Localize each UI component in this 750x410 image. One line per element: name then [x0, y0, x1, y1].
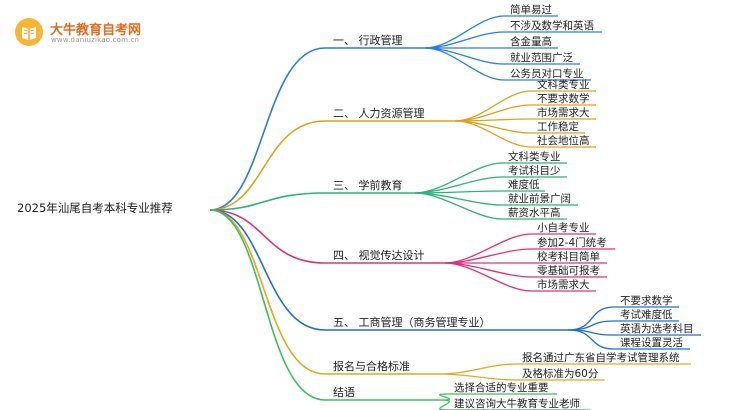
branch-connector: [209, 192, 326, 211]
leaf-label: 就业范围广泛: [510, 51, 573, 64]
leaf-label: 英语为选考科目: [620, 322, 694, 335]
leaf-label: 参加2-4门统考: [537, 236, 607, 249]
leaf-label: 市场需求大: [537, 278, 590, 291]
leaf-connector: [444, 233, 532, 264]
leaf-label: 考试难度低: [620, 308, 673, 321]
leaf-label: 建议咨询大牛教育专业老师: [454, 397, 580, 410]
logo-site-name: 大牛教育自考网: [50, 23, 142, 38]
leaf-label: 报名通过广东省自学考试管理系统: [522, 351, 680, 364]
branch-connector: [209, 47, 326, 211]
branch-label: 二、 人力资源管理: [333, 106, 425, 120]
leaf-connector: [439, 393, 451, 401]
leaf-connector: [424, 15, 505, 49]
leaf-label: 公务员对口专业: [510, 67, 584, 80]
leaf-label: 零基础可报考: [537, 264, 600, 277]
leaf-connector: [414, 192, 503, 220]
branch-label: 一、 行政管理: [333, 33, 403, 47]
leaf-label: 不要求数学: [537, 92, 590, 105]
branch-label: 五、 工商管理（商务管理专业）: [333, 315, 491, 329]
leaf-label: 选择合适的专业重要: [454, 381, 549, 394]
leaf-label: 市场需求大: [537, 106, 590, 119]
branch-label: 结语: [333, 386, 355, 399]
leaf-label: 小自考专业: [537, 221, 590, 234]
leaf-label: 及格标准为60分: [522, 367, 599, 380]
leaf-connector: [439, 363, 517, 375]
mindmap-root: 2025年汕尾自考本科专业推荐: [17, 201, 173, 215]
branch-connector: [209, 120, 326, 211]
branch-label: 报名与合格标准: [333, 359, 410, 373]
branch-connector: [209, 209, 326, 264]
mindmap-connectors: [209, 15, 701, 410]
leaf-label: 简单易过: [510, 3, 552, 16]
leaf-label: 文科类专业: [508, 150, 561, 163]
leaf-label: 就业前景广阔: [508, 192, 571, 205]
leaf-label: 薪资水平高: [508, 206, 561, 219]
leaf-connector: [439, 373, 517, 381]
mindmap-nodes: 2025年汕尾自考本科专业推荐 一、 行政管理 简单易过不涉及数学和英语含金量高就…: [17, 3, 694, 410]
leaf-label: 考试科目少: [508, 164, 561, 177]
leaf-connector: [454, 120, 532, 148]
branch-connector: [209, 209, 326, 331]
leaf-label: 不涉及数学和英语: [510, 19, 594, 32]
leaf-connector: [424, 47, 505, 81]
leaf-label: 社会地位高: [537, 134, 590, 147]
leaf-label: 不要求数学: [620, 294, 673, 307]
branch-label: 四、 视觉传达设计: [333, 248, 425, 262]
branch-connector: [209, 209, 326, 401]
logo-site-url: www.daniuzikao.com.cn: [51, 36, 140, 44]
leaf-connector: [567, 320, 615, 331]
leaf-connector: [567, 329, 615, 350]
leaf-label: 文科类专业: [537, 78, 590, 91]
leaf-label: 课程设置灵活: [620, 337, 683, 349]
leaf-connector: [439, 399, 451, 410]
book-logo-icon: [15, 18, 43, 46]
leaf-label: 校考科目简单: [537, 250, 600, 263]
branch-label: 三、 学前教育: [333, 178, 403, 192]
leaf-label: 难度低: [508, 178, 540, 191]
leaf-connector: [444, 262, 532, 292]
branch-connector: [209, 209, 326, 375]
leaf-label: 工作稳定: [537, 120, 579, 133]
leaf-label: 含金量高: [510, 35, 552, 48]
site-logo: 大牛教育自考网 www.daniuzikao.com.cn: [14, 17, 174, 51]
